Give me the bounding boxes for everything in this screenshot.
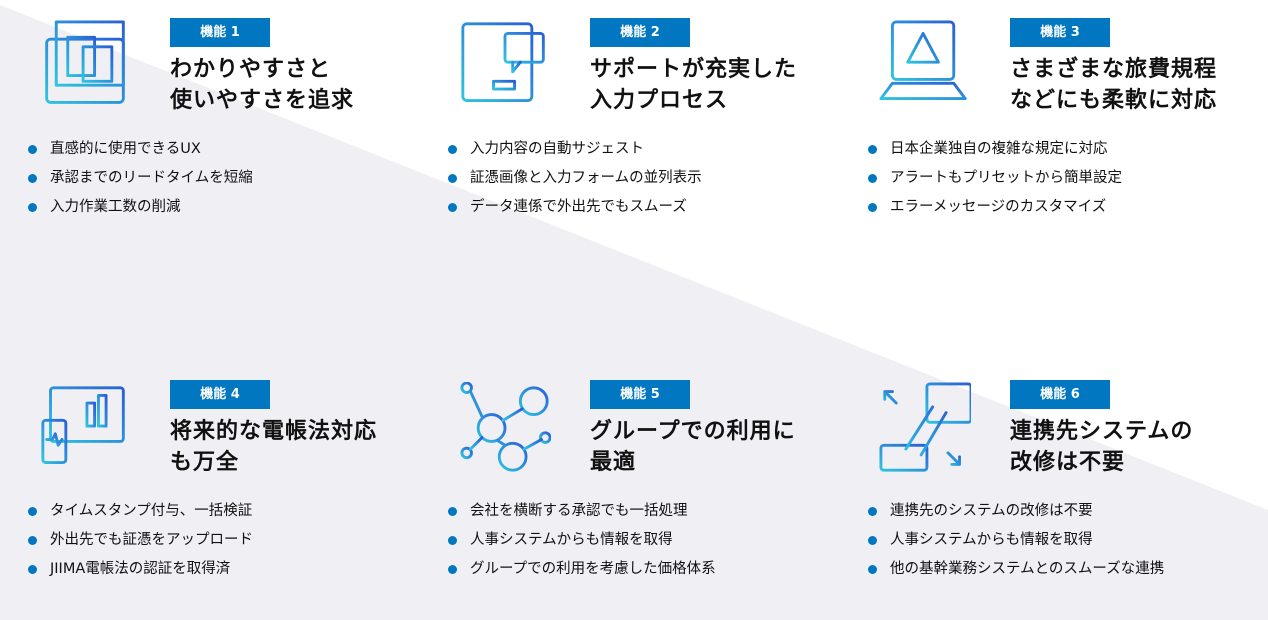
monitor-chart-icon	[39, 382, 131, 474]
feature-badge: 機能 5	[590, 380, 690, 409]
title-line-1: グループでの利用に	[590, 419, 796, 444]
document-window-icon	[39, 20, 131, 112]
bullet-item: JIIMA電帳法の認証を取得済	[25, 558, 253, 587]
feature-card-3: 機能 3 さまざまな旅費規程などにも柔軟に対応 日本企業独自の複雑な規定に対応ア…	[865, 18, 1268, 258]
laptop-alert-icon	[879, 20, 971, 112]
feature-badge: 機能 1	[170, 18, 270, 47]
feature-bullets: 連携先のシステムの改修は不要人事システムからも情報を取得他の基幹業務システムとの…	[865, 500, 1164, 587]
bullet-item: 証憑画像と入力フォームの並列表示	[445, 167, 702, 196]
title-line-2: 使いやすさを追求	[170, 88, 355, 113]
feature-title: 将来的な電帳法対応も万全	[170, 416, 377, 478]
bullet-item: 入力作業工数の削減	[25, 196, 253, 225]
user-network-icon	[459, 381, 552, 474]
feature-title: サポートが充実した入力プロセス	[590, 54, 797, 116]
feature-bullets: 日本企業独自の複雑な規定に対応アラートもプリセットから簡単設定エラーメッセージの…	[865, 138, 1122, 225]
bullet-item: グループでの利用を考慮した価格体系	[445, 558, 716, 587]
title-line-2: などにも柔軟に対応	[1010, 88, 1218, 113]
title-line-2: も万全	[170, 450, 240, 475]
feature-title: 連携先システムの改修は不要	[1010, 416, 1193, 478]
bullet-item: 人事システムからも情報を取得	[445, 529, 716, 558]
feature-card-5: 機能 5 グループでの利用に最適 会社を横断する承認でも一括処理人事システムから…	[445, 380, 865, 620]
bullet-item: 直感的に使用できるUX	[25, 138, 253, 167]
link-systems-icon	[879, 382, 973, 474]
title-line-1: 将来的な電帳法対応	[170, 419, 378, 444]
feature-title: グループでの利用に最適	[590, 416, 796, 478]
bullet-item: アラートもプリセットから簡単設定	[865, 167, 1122, 196]
bullet-item: データ連係で外出先でもスムーズ	[445, 196, 702, 225]
bullet-item: 連携先のシステムの改修は不要	[865, 500, 1164, 529]
chat-form-icon	[459, 20, 551, 112]
feature-bullets: 入力内容の自動サジェスト証憑画像と入力フォームの並列表示データ連係で外出先でもス…	[445, 138, 702, 225]
title-line-1: サポートが充実した	[590, 57, 798, 82]
feature-title: さまざまな旅費規程などにも柔軟に対応	[1010, 54, 1217, 116]
bullet-item: 外出先でも証憑をアップロード	[25, 529, 253, 558]
title-line-1: さまざまな旅費規程	[1010, 57, 1218, 82]
feature-badge: 機能 2	[590, 18, 690, 47]
title-line-1: わかりやすさと	[170, 57, 332, 82]
bullet-item: 入力内容の自動サジェスト	[445, 138, 702, 167]
title-line-1: 連携先システムの	[1010, 419, 1194, 444]
bullet-item: 会社を横断する承認でも一括処理	[445, 500, 716, 529]
bullet-item: 日本企業独自の複雑な規定に対応	[865, 138, 1122, 167]
bullet-item: タイムスタンプ付与、一括検証	[25, 500, 253, 529]
bullet-item: エラーメッセージのカスタマイズ	[865, 196, 1122, 225]
feature-badge: 機能 4	[170, 380, 270, 409]
feature-badge: 機能 3	[1010, 18, 1110, 47]
title-line-2: 最適	[590, 450, 637, 475]
feature-bullets: 会社を横断する承認でも一括処理人事システムからも情報を取得グループでの利用を考慮…	[445, 500, 716, 587]
title-line-2: 改修は不要	[1010, 450, 1126, 475]
feature-title: わかりやすさと使いやすさを追求	[170, 54, 354, 116]
feature-badge: 機能 6	[1010, 380, 1110, 409]
bullet-item: 人事システムからも情報を取得	[865, 529, 1164, 558]
bullet-item: 承認までのリードタイムを短縮	[25, 167, 253, 196]
feature-card-6: 機能 6 連携先システムの改修は不要 連携先のシステムの改修は不要人事システムか…	[865, 380, 1268, 620]
feature-card-4: 機能 4 将来的な電帳法対応も万全 タイムスタンプ付与、一括検証外出先でも証憑を…	[25, 380, 445, 620]
feature-card-2: 機能 2 サポートが充実した入力プロセス 入力内容の自動サジェスト証憑画像と入力…	[445, 18, 865, 258]
bullet-item: 他の基幹業務システムとのスムーズな連携	[865, 558, 1164, 587]
title-line-2: 入力プロセス	[590, 88, 729, 113]
